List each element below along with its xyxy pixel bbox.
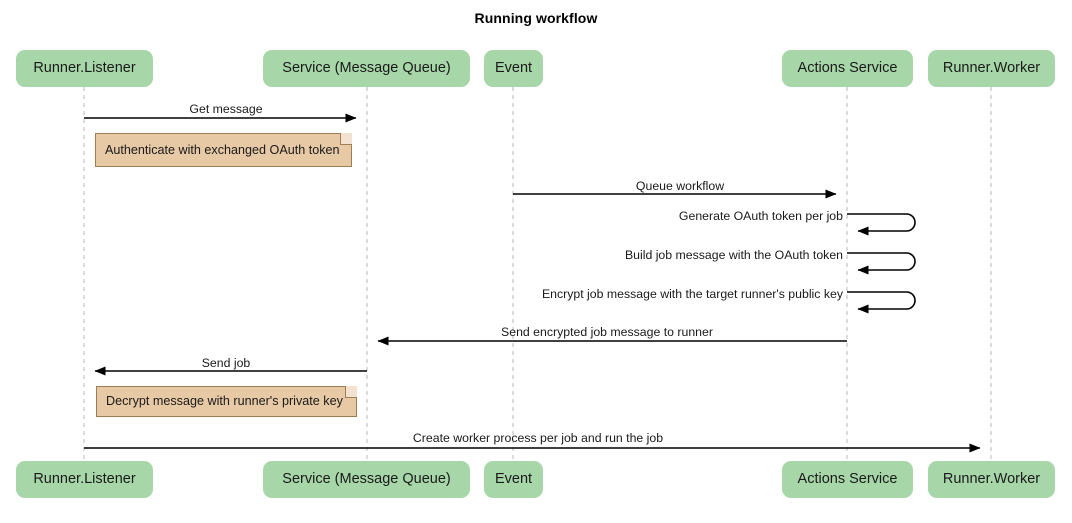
note-text: Decrypt message with runner's private ke… [106, 394, 343, 409]
participant-label: Service (Message Queue) [282, 60, 451, 77]
participant-runner-listener-top[interactable]: Runner.Listener [16, 50, 153, 87]
message-lines-group [84, 113, 981, 453]
participant-runner-worker-bottom[interactable]: Runner.Worker [928, 461, 1055, 498]
participant-actions-service-top[interactable]: Actions Service [782, 50, 913, 87]
note-decrypt-note: Decrypt message with runner's private ke… [96, 386, 357, 417]
participant-label: Runner.Listener [33, 471, 136, 488]
participant-label: Service (Message Queue) [282, 471, 451, 488]
message-label-queue-workflow: Queue workflow [635, 179, 725, 193]
note-authenticate-note: Authenticate with exchanged OAuth token [95, 133, 352, 167]
message-label-encrypt-job-message-with-the-target-runners-public-key: Encrypt job message with the target runn… [541, 287, 843, 301]
message-label-generate-oauth-token-per-job: Generate OAuth token per job [678, 209, 843, 223]
self-message-build-job-message-with-the-oauth-token [847, 252, 916, 275]
self-message-generate-oauth-token-per-job [847, 213, 916, 236]
participant-actions-service-bottom[interactable]: Actions Service [782, 461, 913, 498]
message-label-create-worker-process-per-job-and-run-the-job: Create worker process per job and run th… [412, 431, 664, 445]
participant-runner-listener-bottom[interactable]: Runner.Listener [16, 461, 153, 498]
message-label-send-job: Send job [201, 356, 251, 370]
note-fold-corner-icon [345, 386, 357, 398]
participant-label: Actions Service [797, 471, 898, 488]
participant-service-mq-top[interactable]: Service (Message Queue) [263, 50, 470, 87]
participant-label: Event [494, 60, 533, 77]
participant-label: Event [494, 471, 533, 488]
lifelines-group [83, 87, 992, 461]
participant-label: Runner.Worker [942, 60, 1041, 77]
message-label-send-encrypted-job-message-to-runner: Send encrypted job message to runner [501, 325, 713, 339]
participant-event-top[interactable]: Event [484, 50, 543, 87]
participant-event-bottom[interactable]: Event [484, 461, 543, 498]
message-label-build-job-message-with-the-oauth-token: Build job message with the OAuth token [624, 248, 843, 262]
note-fold-corner-icon [340, 133, 352, 145]
self-message-encrypt-job-message-with-the-target-runners-public-key [847, 291, 916, 314]
participant-label: Actions Service [797, 60, 898, 77]
page-title: Running workflow [474, 10, 598, 26]
participant-label: Runner.Listener [33, 60, 136, 77]
participant-runner-worker-top[interactable]: Runner.Worker [928, 50, 1055, 87]
participant-label: Runner.Worker [942, 471, 1041, 488]
message-label-get-message: Get message [189, 102, 263, 116]
participant-service-mq-bottom[interactable]: Service (Message Queue) [263, 461, 470, 498]
note-text: Authenticate with exchanged OAuth token [105, 142, 340, 157]
